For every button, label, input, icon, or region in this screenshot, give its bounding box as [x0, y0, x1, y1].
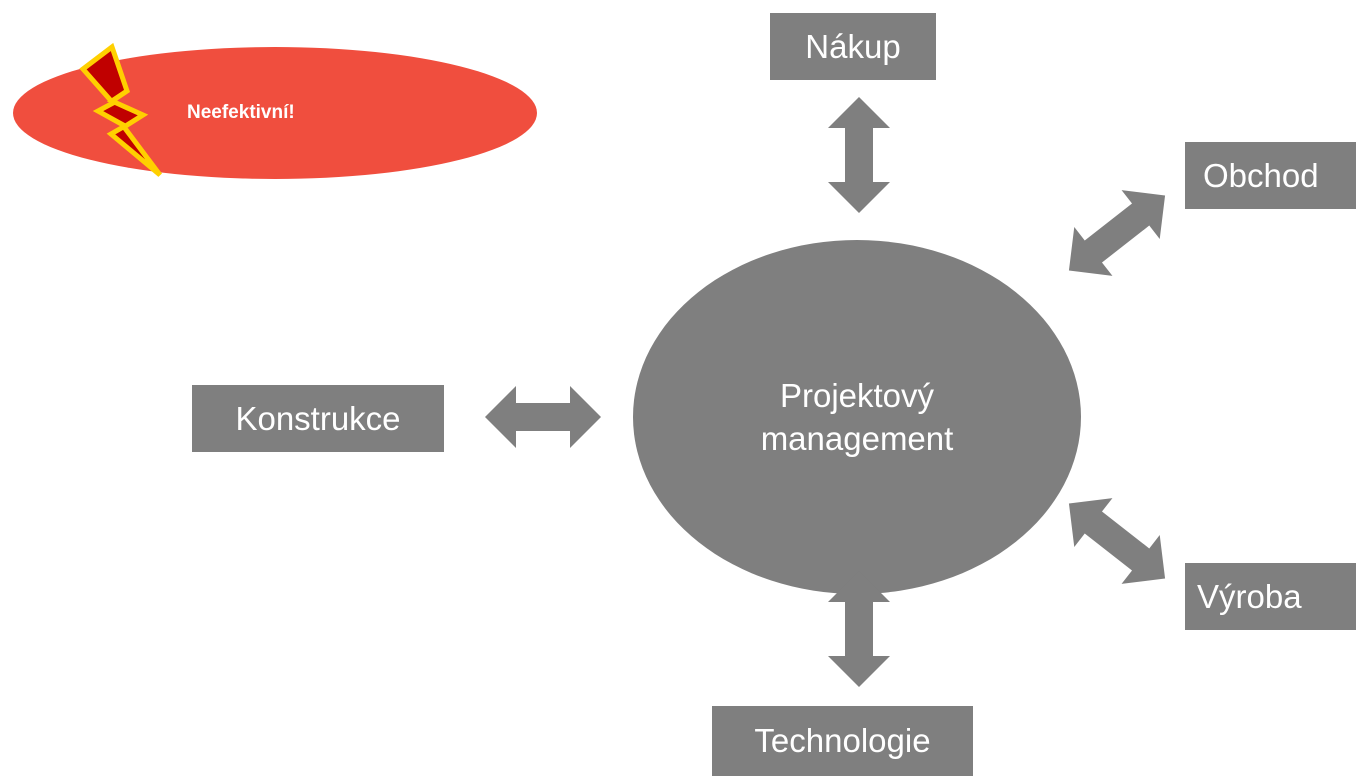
warning-ellipse: [13, 47, 537, 179]
center-label-line1: Projektový: [779, 377, 935, 414]
lightning-bolt-icon: [79, 42, 162, 177]
center-ellipse: [633, 240, 1081, 594]
double-arrow-technologie-icon: [828, 571, 890, 687]
node-nakup: Nákup: [770, 13, 936, 80]
double-arrow-nakup-icon: [828, 97, 890, 213]
double-arrow-vyroba-icon: [1068, 498, 1166, 584]
warning-label: Neefektivní!: [187, 102, 295, 123]
center-label-line2: management: [760, 420, 954, 457]
node-konstrukce: Konstrukce: [192, 385, 444, 452]
double-arrow-konstrukce-icon: [485, 386, 601, 448]
node-obchod: Obchod: [1185, 142, 1356, 209]
center-node-label: Projektový management: [633, 240, 1081, 594]
node-vyroba: Výroba: [1185, 563, 1356, 630]
node-technologie: Technologie: [712, 706, 973, 776]
double-arrow-obchod-icon: [1068, 190, 1166, 276]
